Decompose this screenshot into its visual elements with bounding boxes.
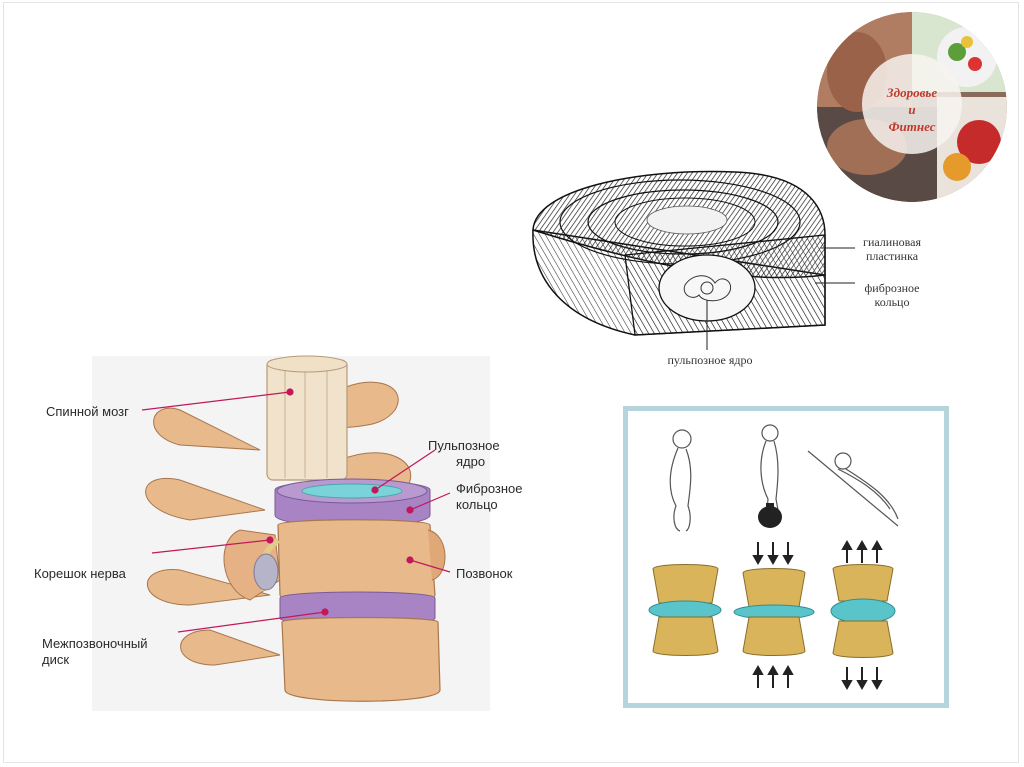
posture-load-illustration [648,424,899,691]
label-disc-line1: Межпозвоночный [42,636,148,651]
lifting-figure [760,424,781,522]
arrows-decompress-top [841,539,883,563]
arrows-decompress-bottom [841,667,883,691]
label-nucleus-pulposus: пульпозное ядро [667,353,753,367]
spine-segment-diagram: Спинной мозг Пульпозное ядро Фиброзное к… [30,350,550,715]
label-spinal-cord: Спинной мозг [46,404,129,419]
label-nucleus-line2: ядро [456,454,486,469]
label-fibrous-line2: кольцо [456,497,498,512]
slide-frame [3,2,1019,763]
label-nerve-root: Корешок нерва [34,566,126,581]
vertebra-pair-compressed [733,568,815,656]
lying-figure [807,450,899,527]
label-hyaline-plate-line1: гиалиновая [863,235,921,249]
label-disc-line2: диск [42,652,70,667]
logo-text-line1: Здоровье [886,85,938,100]
spine-illustration [92,355,490,711]
disc-engraving-image [532,170,855,350]
arrows-compress-top [752,542,794,566]
health-fitness-logo: Здоровье и Фитнес [817,12,1007,202]
disc-load-posture-panel [623,406,949,708]
label-fibrous-line1: Фиброзное [456,481,523,496]
arrows-compress-bottom [752,664,794,688]
label-fibrous-ring-line1: фиброзное [864,281,920,295]
label-vertebra: Позвонок [456,566,513,581]
label-fibrous-ring-line2: кольцо [874,295,910,309]
vertebra-pair-neutral [648,564,722,656]
kettlebell [758,506,782,528]
vertebra-pair-decompressed [830,564,896,658]
logo-collage-image [817,12,1007,202]
standing-figure [669,429,692,532]
disc-cross-section-diagram: гиалиновая пластинка фиброзное кольцо пу… [525,160,945,375]
logo-text-line2: и [908,102,916,117]
logo-text-line3: Фитнес [888,119,936,134]
label-nucleus-line1: Пульпозное [428,438,500,453]
label-hyaline-plate-line2: пластинка [865,249,919,263]
